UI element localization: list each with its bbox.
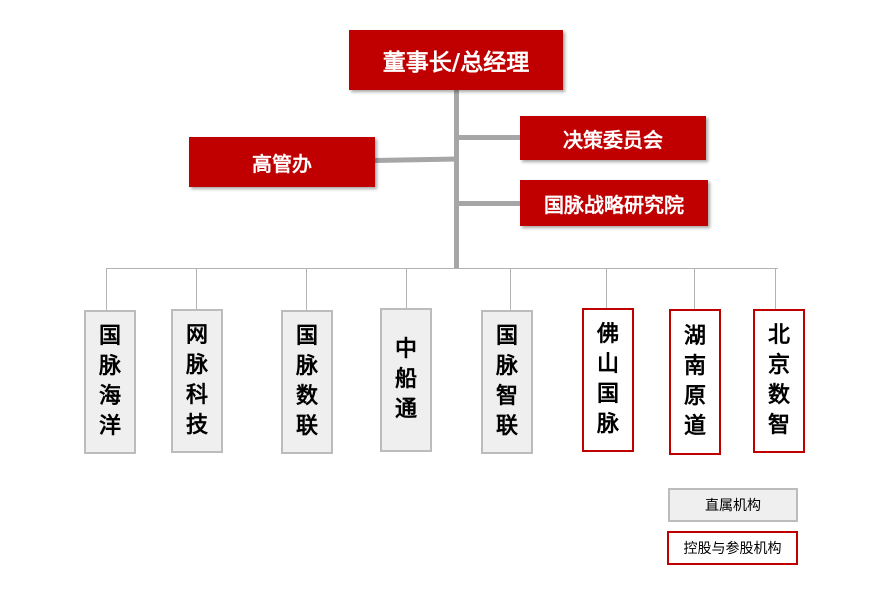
legend-holding: 控股与参股机构 [667,531,798,565]
unit-box-holding: 湖南原道 [669,309,721,455]
unit-connector-line [775,268,776,309]
institute-branch-line [456,201,522,206]
chairman-box: 董事长/总经理 [349,30,563,90]
unit-connector-line [606,268,607,308]
trunk-line [454,90,459,268]
unit-box-direct: 中船通 [380,308,432,452]
unit-connector-line [106,268,107,310]
office-box: 高管办 [189,137,375,187]
legend-direct: 直属机构 [668,488,798,522]
office-branch-line [373,156,459,163]
unit-box-direct: 国脉海洋 [84,310,136,454]
bus-line [106,268,778,269]
unit-box-holding: 佛山国脉 [582,308,634,452]
unit-connector-line [406,268,407,308]
institute-box: 国脉战略研究院 [520,180,708,226]
unit-box-direct: 国脉智联 [481,310,533,454]
unit-box-direct: 网脉科技 [171,309,223,453]
unit-box-holding: 北京数智 [753,309,805,453]
unit-connector-line [306,268,307,310]
unit-connector-line [694,268,695,309]
committee-branch-line [456,135,522,140]
unit-box-direct: 国脉数联 [281,310,333,454]
committee-box: 决策委员会 [520,116,706,160]
unit-connector-line [196,268,197,309]
unit-connector-line [510,268,511,310]
